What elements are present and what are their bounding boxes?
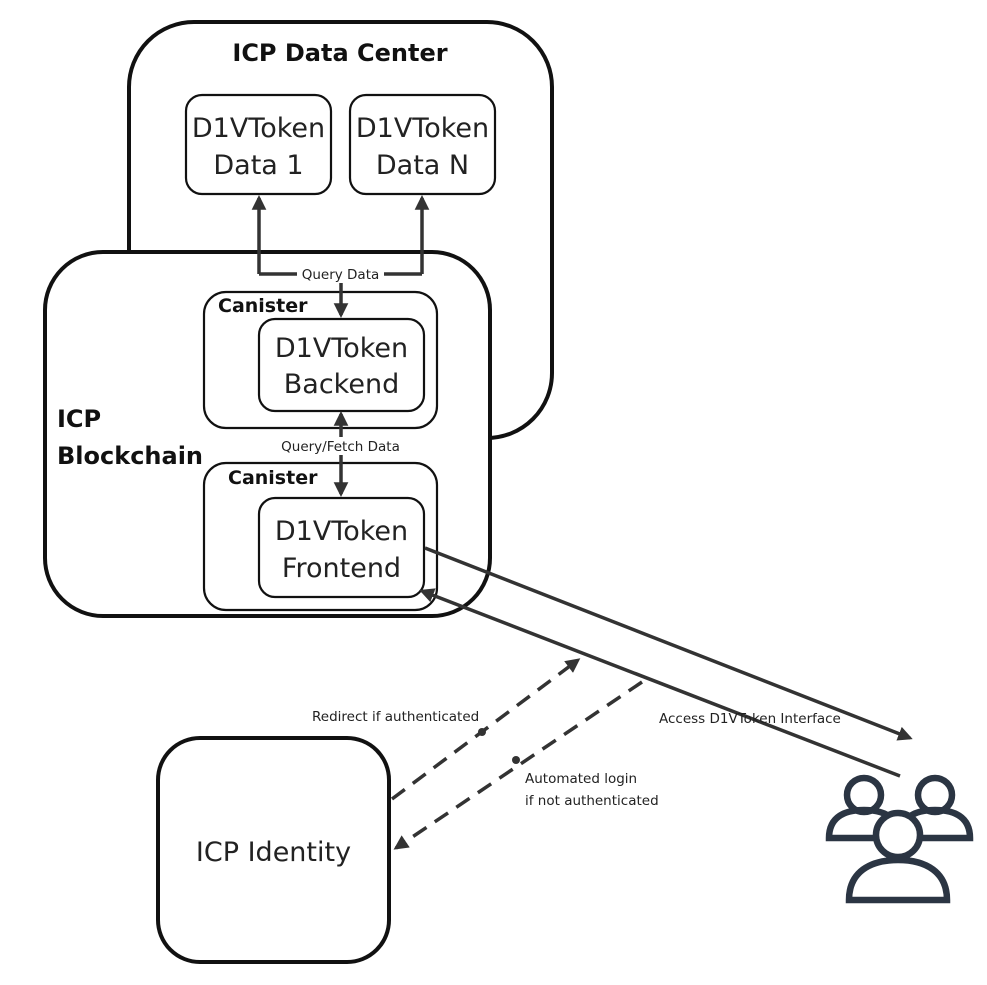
data-box-n-line2: Data N (376, 150, 469, 181)
frontend-node-line1: D1VToken (275, 516, 408, 547)
arrow-users-to-frontend (419, 588, 901, 778)
data-box-1: D1VToken Data 1 (184, 93, 333, 196)
data-box-1-line1: D1VToken (192, 113, 325, 144)
data-box-1-frame (184, 93, 333, 196)
backend-node-frame (257, 317, 426, 413)
frontend-node-frame (257, 496, 426, 599)
frontend-canister-label: Canister (228, 467, 318, 489)
data-box-n-line1: D1VToken (356, 113, 489, 144)
backend-node-line2: Backend (284, 369, 399, 400)
data-box-n: D1VToken Data N (348, 93, 497, 196)
query-fetch-label-bg (278, 437, 403, 455)
login-waypoint (512, 756, 520, 764)
login-dashed-arrow (393, 680, 643, 850)
blockchain-title-line2: Blockchain (57, 442, 203, 470)
blockchain-title-line1: ICP (57, 405, 101, 433)
data-box-n-frame (348, 93, 497, 196)
redirect-label: Redirect if authenticated (312, 709, 479, 725)
access-label: Access D1VToken Interface (659, 711, 841, 727)
user-center-body (845, 856, 951, 904)
login-label-line2: if not authenticated (525, 793, 659, 809)
identity-connectors: Redirect if authenticated Automated logi… (312, 658, 659, 850)
query-data-connector: Query Data (251, 195, 430, 318)
frontend-canister: Canister D1VToken Frontend (202, 461, 439, 612)
identity-frame (156, 736, 391, 964)
data-center-title: ICP Data Center (232, 39, 447, 67)
frontend-node-line2: Frontend (282, 553, 401, 584)
user-center-head (872, 809, 924, 861)
backend-node-line1: D1VToken (275, 333, 408, 364)
login-label-line1: Automated login (525, 771, 637, 787)
backend-canister-label: Canister (218, 295, 308, 317)
query-fetch-connector: Query/Fetch Data (278, 411, 403, 497)
identity-label: ICP Identity (196, 837, 351, 868)
arrow-frontend-to-users (424, 546, 913, 741)
redirect-waypoint (478, 728, 486, 736)
access-connectors: Access D1VToken Interface (419, 546, 913, 778)
icp-identity: ICP Identity (156, 736, 391, 964)
query-fetch-label: Query/Fetch Data (281, 439, 400, 455)
backend-canister: Canister D1VToken Backend (202, 290, 439, 430)
data-box-1-line2: Data 1 (213, 150, 303, 181)
query-data-label-bg (297, 265, 384, 283)
query-data-label: Query Data (302, 267, 380, 283)
users-icon (825, 774, 974, 904)
